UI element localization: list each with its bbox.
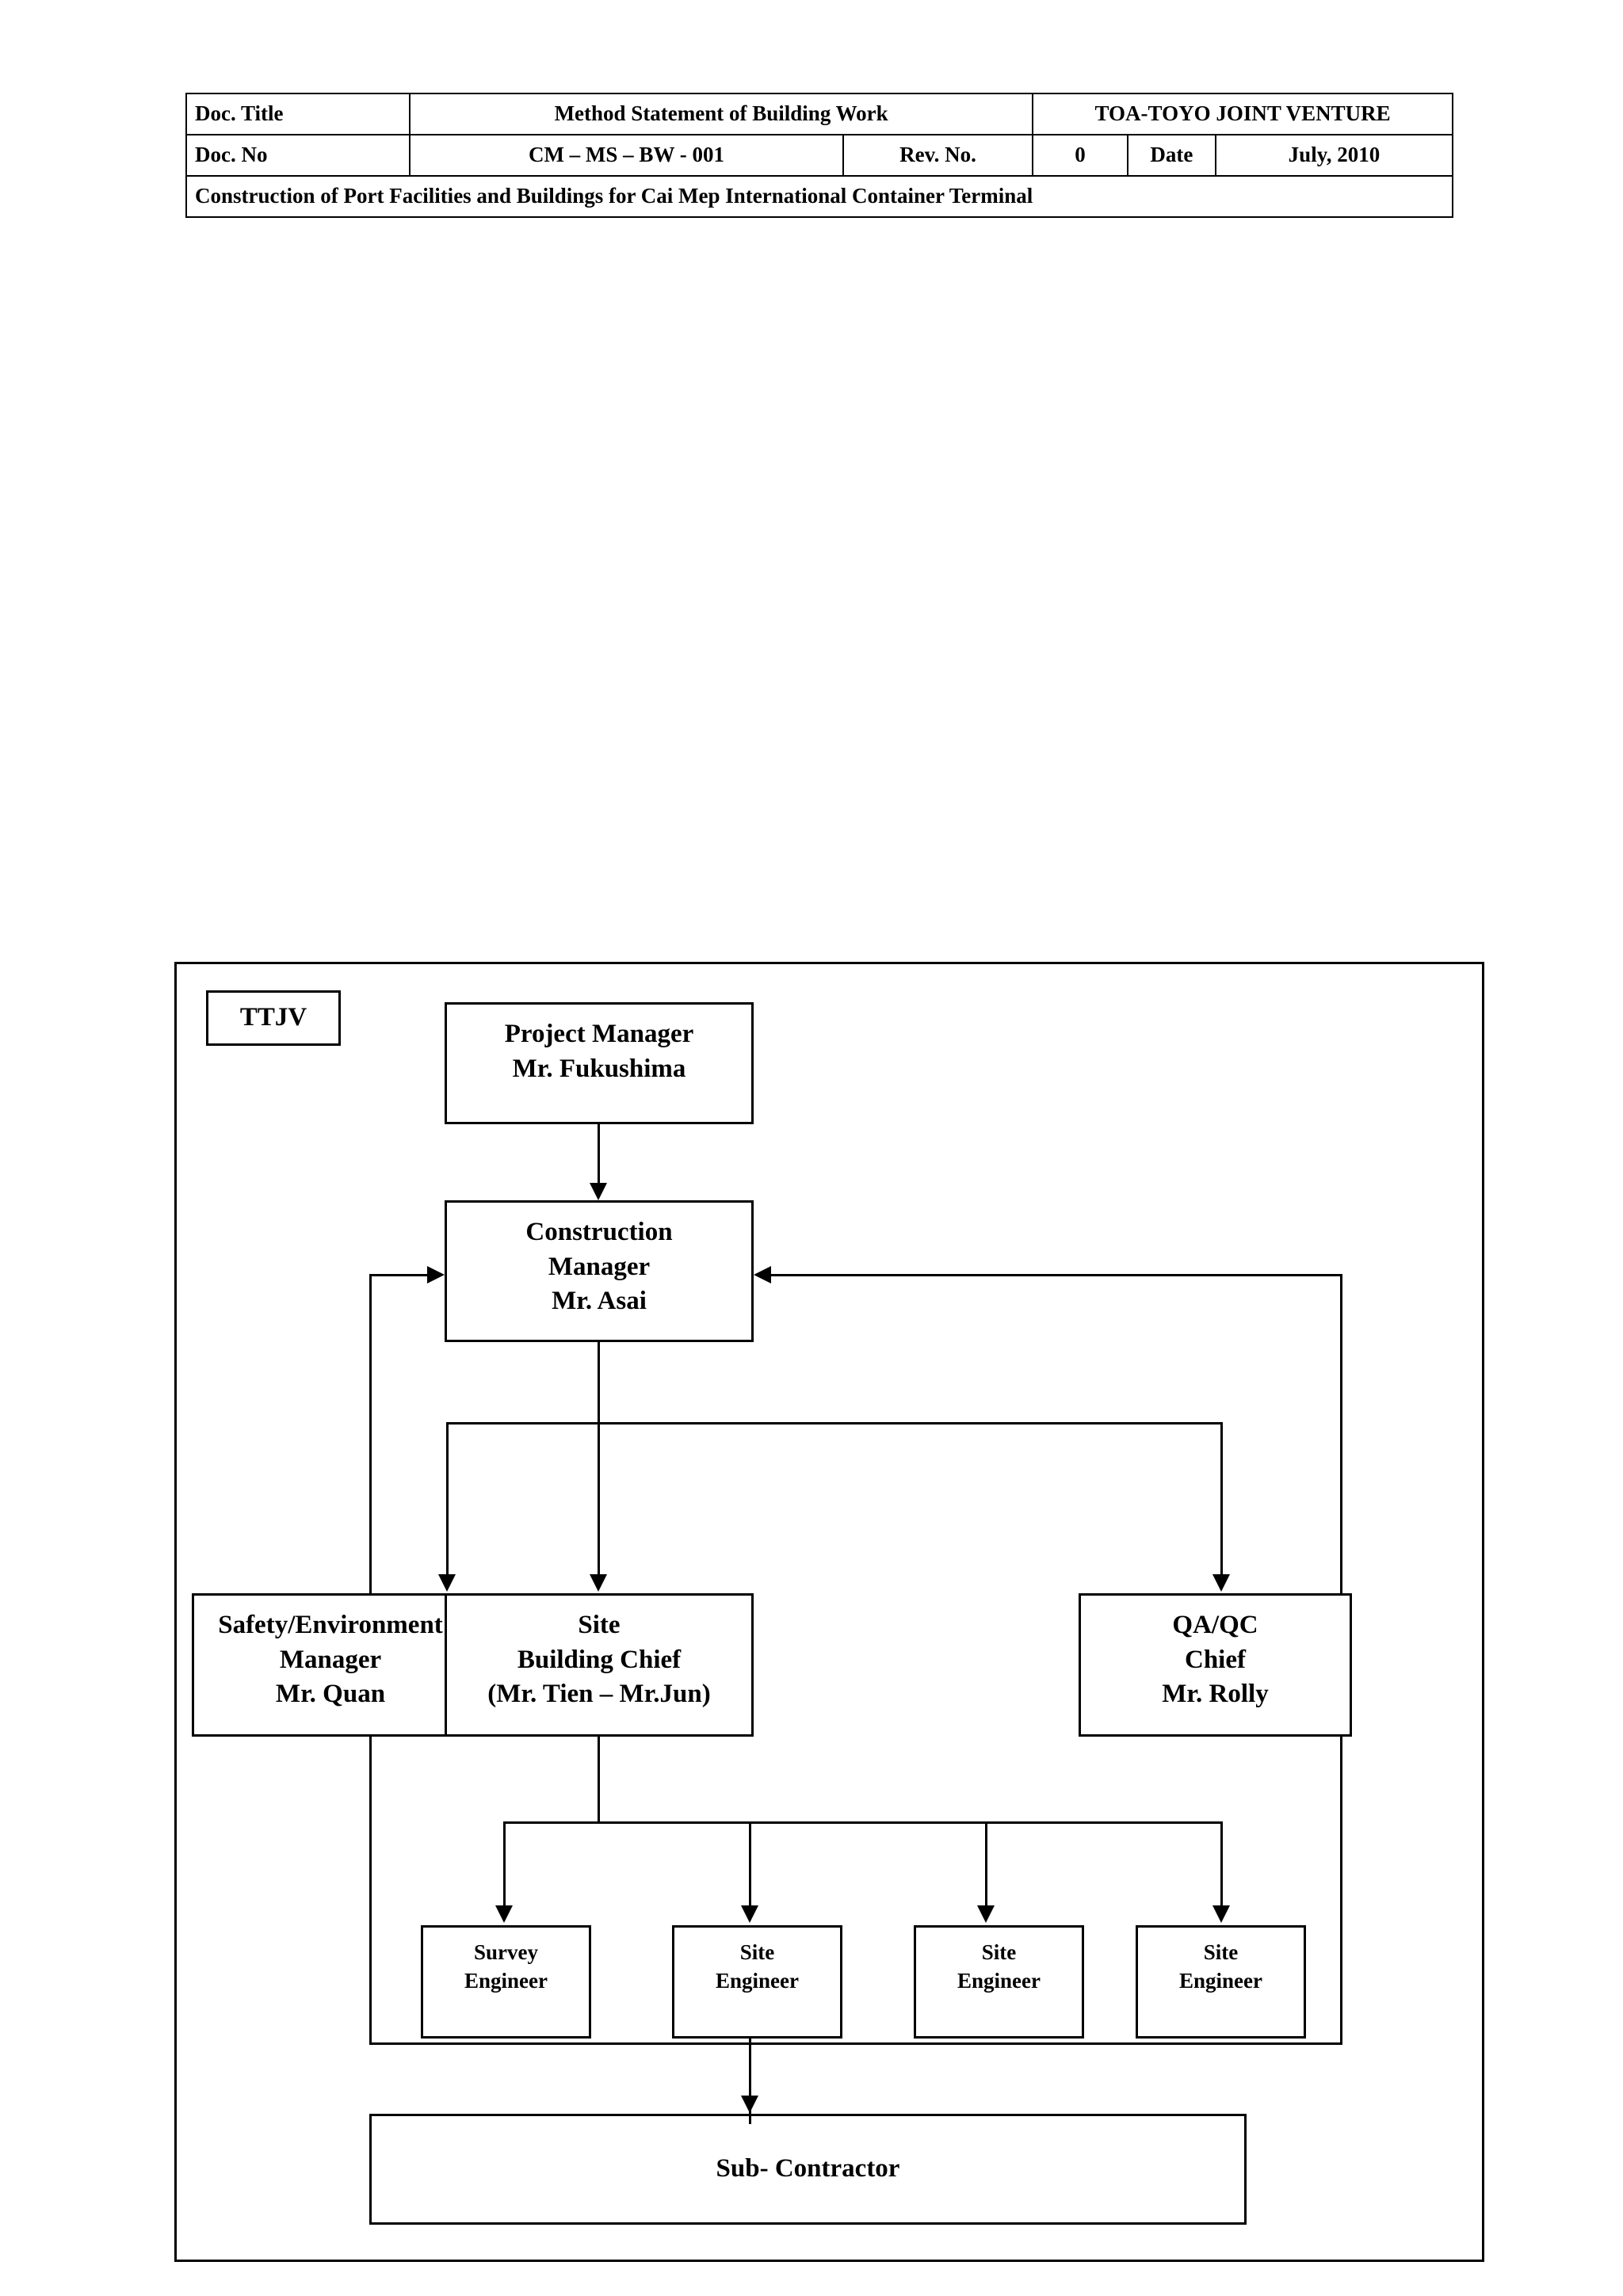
node-sub-contractor: Sub- Contractor	[369, 2114, 1247, 2225]
rev-no-value: 0	[1032, 134, 1128, 177]
company-name: TOA-TOYO JOINT VENTURE	[1032, 93, 1453, 135]
node-survey-engineer: Survey Engineer	[421, 1925, 591, 2039]
header-row-title: Doc. Title Method Statement of Building …	[185, 93, 1453, 135]
connector-bus-to-safety	[446, 1422, 449, 1577]
doc-no-value: CM – MS – BW - 001	[409, 134, 844, 177]
qaqc-chief-title-1: QA/QC	[1172, 1611, 1258, 1639]
sub-contractor-label: Sub- Contractor	[716, 2154, 900, 2183]
connector-bus-to-engineer-3	[985, 1821, 987, 1909]
engineer-2-title-1: Site	[739, 1940, 775, 1964]
arrowhead-bus-to-engineer-1	[495, 1905, 513, 1923]
engineer-1-title-2: Engineer	[464, 1968, 548, 1993]
organization-chart-frame: TTJV Project Manager Mr. Fukushima Const…	[174, 962, 1484, 2262]
distribution-bus-level3	[446, 1422, 1223, 1425]
connector-bus-to-engineer-2	[749, 1821, 751, 1909]
safety-manager-title-2: Manager	[279, 1645, 382, 1674]
date-label: Date	[1126, 134, 1216, 177]
project-manager-title: Project Manager	[504, 1020, 694, 1048]
arrowhead-pm-to-cm	[590, 1183, 607, 1200]
engineer-2-title-2: Engineer	[716, 1968, 799, 1993]
document-header-table: Doc. Title Method Statement of Building …	[185, 93, 1454, 218]
site-building-chief-title-2: Building Chief	[517, 1645, 682, 1674]
qaqc-chief-title-2: Chief	[1185, 1645, 1246, 1674]
qaqc-chief-name: Mr. Rolly	[1162, 1680, 1269, 1709]
project-manager-name: Mr. Fukushima	[512, 1054, 686, 1083]
engineer-bus-horizontal	[503, 1821, 1223, 1824]
feedback-bottom-horizontal	[369, 2042, 1342, 2045]
header-row-docno: Doc. No CM – MS – BW - 001 Rev. No. 0 Da…	[185, 134, 1454, 177]
safety-manager-title-1: Safety/Environment	[218, 1611, 443, 1639]
node-site-building-chief: Site Building Chief (Mr. Tien – Mr.Jun)	[445, 1593, 754, 1737]
date-value: July, 2010	[1214, 134, 1454, 177]
site-building-chief-names: (Mr. Tien – Mr.Jun)	[487, 1680, 711, 1709]
engineer-4-title-2: Engineer	[1179, 1968, 1262, 1993]
doc-title-label: Doc. Title	[185, 93, 411, 135]
ttjv-label: TTJV	[239, 1003, 307, 1032]
arrowhead-feedback-right-into-cm	[754, 1266, 771, 1283]
engineer-3-title-2: Engineer	[957, 1968, 1041, 1993]
doc-title-value: Method Statement of Building Work	[408, 93, 1034, 135]
engineer-3-title-1: Site	[981, 1940, 1017, 1964]
connector-site-chief-to-engineer-bus	[598, 1737, 600, 1824]
arrowhead-bus-to-engineer-2	[741, 1905, 758, 1923]
node-ttjv-legend: TTJV	[206, 990, 341, 1046]
arrowhead-bus-to-safety	[438, 1574, 456, 1592]
engineer-1-title-1: Survey	[474, 1940, 538, 1964]
site-building-chief-title-1: Site	[578, 1611, 621, 1639]
arrowhead-bus-to-qaqc	[1212, 1574, 1230, 1592]
feedback-left-horizontal	[369, 1274, 430, 1276]
project-description: Construction of Port Facilities and Buil…	[185, 175, 1453, 218]
doc-no-label: Doc. No	[185, 134, 411, 177]
rev-no-label: Rev. No.	[842, 134, 1034, 177]
connector-pm-to-cm	[598, 1124, 600, 1186]
construction-manager-title-2: Manager	[548, 1252, 651, 1281]
connector-bus-to-site-chief	[598, 1422, 600, 1577]
feedback-right-horizontal	[771, 1274, 1342, 1276]
connector-bus-to-engineer-4	[1220, 1821, 1223, 1909]
connector-bus-to-engineer-1	[503, 1821, 506, 1909]
node-safety-environment-manager: Safety/Environment Manager Mr. Quan	[192, 1593, 469, 1737]
node-qaqc-chief: QA/QC Chief Mr. Rolly	[1079, 1593, 1352, 1737]
engineer-4-title-1: Site	[1203, 1940, 1239, 1964]
arrowhead-bus-to-engineer-4	[1212, 1905, 1230, 1923]
node-project-manager: Project Manager Mr. Fukushima	[445, 1002, 754, 1124]
connector-engineer-to-subcontractor	[749, 2039, 751, 2124]
arrowhead-to-subcontractor	[741, 2096, 758, 2113]
arrowhead-bus-to-engineer-3	[977, 1905, 995, 1923]
node-construction-manager: Construction Manager Mr. Asai	[445, 1200, 754, 1342]
header-row-project: Construction of Port Facilities and Buil…	[185, 175, 1453, 218]
node-site-engineer-3: Site Engineer	[1136, 1925, 1306, 2039]
arrowhead-feedback-left-into-cm	[427, 1266, 445, 1283]
construction-manager-name: Mr. Asai	[552, 1287, 647, 1316]
node-site-engineer-1: Site Engineer	[672, 1925, 842, 2039]
arrowhead-bus-to-site-chief	[590, 1574, 607, 1592]
node-site-engineer-2: Site Engineer	[914, 1925, 1084, 2039]
connector-cm-to-bus	[598, 1342, 600, 1425]
safety-manager-name: Mr. Quan	[275, 1680, 386, 1709]
connector-bus-to-qaqc	[1220, 1422, 1223, 1577]
construction-manager-title-1: Construction	[525, 1218, 673, 1246]
